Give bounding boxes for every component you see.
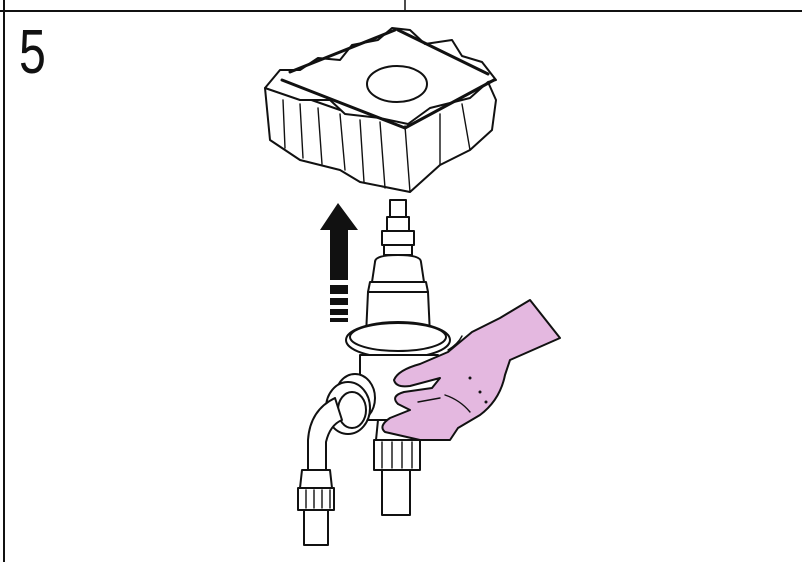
handwheel-knob [265, 28, 496, 192]
upward-arrow-icon [320, 203, 358, 322]
